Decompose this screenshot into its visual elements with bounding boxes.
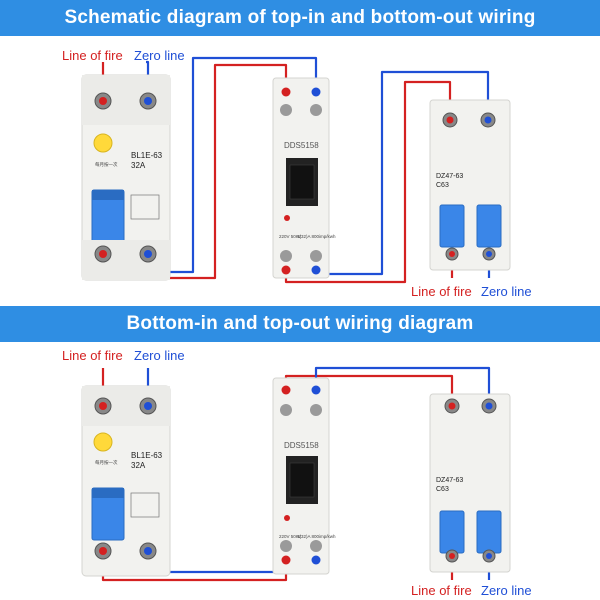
- s1-mcb-rating: C63: [436, 182, 449, 189]
- s2-meter-spec-right: 5(32)A 800imp/kwh: [297, 534, 336, 539]
- s2-rcd-model: BL1E-63: [131, 451, 163, 460]
- s1-meter-model: DDS5158: [284, 141, 319, 150]
- s1-rcd-test-button: [93, 133, 113, 153]
- s1-mcb-handle-left: [439, 204, 465, 248]
- s2-meter-terminal-live-bottom: [281, 555, 291, 565]
- section2-label-zero-left: Zero line: [134, 348, 185, 363]
- section1-wiring-diagram: 每月按一次 BL1E-63 32A DDS5158 220V 50Hz 5(32…: [81, 56, 511, 284]
- s2-rcd-test-text: 每月按一次: [95, 459, 118, 466]
- s2-meter-spec-left: 220V 50Hz: [279, 534, 302, 539]
- s1-mcb-model: DZ47-63: [436, 173, 463, 180]
- section1-label-fire-right: Line of fire: [411, 284, 472, 299]
- section2-label-fire-right: Line of fire: [411, 583, 472, 598]
- section1-banner: Schematic diagram of top-in and bottom-o…: [0, 0, 600, 36]
- s1-rcd-model: BL1E-63: [131, 151, 163, 160]
- s2-neutral-wire-c: [314, 366, 491, 402]
- section2-label-fire-left: Line of fire: [62, 348, 123, 363]
- section1-label-zero-left: Zero line: [134, 48, 185, 63]
- section2-title: Bottom-in and top-out wiring diagram: [126, 313, 474, 334]
- section1-label-fire-left: Line of fire: [62, 48, 123, 63]
- s2-rcd-test-button: [93, 432, 113, 452]
- s1-meter-terminal-neutral-bottom: [311, 265, 321, 275]
- s2-meter-led: [284, 515, 290, 521]
- section1-label-zero-right: Zero line: [481, 284, 532, 299]
- s2-meter-terminal-neutral-bottom: [311, 555, 321, 565]
- s2-rcd-device: 每月按一次 BL1E-63 32A: [81, 385, 171, 577]
- s2-meter-terminal-live-top: [281, 385, 291, 395]
- s1-mcb-handle-right: [476, 204, 502, 248]
- s1-live-wire-b: [110, 63, 288, 280]
- s1-meter-terminal-live-top: [281, 87, 291, 97]
- s1-meter-terminal-live-bottom: [281, 265, 291, 275]
- section2-wiring-diagram: 每月按一次 BL1E-63 32A DDS5158 220V 50Hz 5(32…: [81, 366, 511, 582]
- s2-meter-terminal-neutral-top: [311, 385, 321, 395]
- s2-mcb-handle-right: [476, 510, 502, 554]
- s1-live-wire-c: [284, 80, 452, 284]
- s1-neutral-wire-b: [155, 56, 318, 274]
- s1-meter-led: [284, 215, 290, 221]
- s2-mcb-rating: C63: [436, 486, 449, 493]
- section2-banner: Bottom-in and top-out wiring diagram: [0, 306, 600, 342]
- s2-rcd-rating: 32A: [131, 461, 146, 470]
- section1-title: Schematic diagram of top-in and bottom-o…: [64, 7, 536, 28]
- s2-meter-device: DDS5158 220V 50Hz 5(32)A 800imp/kwh: [272, 377, 336, 575]
- s2-meter-model: DDS5158: [284, 441, 319, 450]
- s2-mcb-model: DZ47-63: [436, 477, 463, 484]
- s1-mcb-device: DZ47-63 C63: [429, 99, 511, 271]
- s1-rcd-rating: 32A: [131, 161, 146, 170]
- s1-meter-device: DDS5158 220V 50Hz 5(32)A 800imp/kwh: [272, 77, 336, 279]
- s1-meter-spec-right: 5(32)A 800imp/kwh: [297, 234, 336, 239]
- s1-rcd-test-text: 每月按一次: [95, 161, 118, 168]
- s1-meter-spec-left: 220V 50Hz: [279, 234, 302, 239]
- s1-rcd-device: 每月按一次 BL1E-63 32A: [81, 74, 171, 281]
- s2-mcb-handle-left: [439, 510, 465, 554]
- s1-meter-terminal-neutral-top: [311, 87, 321, 97]
- section2-label-zero-right: Zero line: [481, 583, 532, 598]
- s2-mcb-device: DZ47-63 C63: [429, 393, 511, 573]
